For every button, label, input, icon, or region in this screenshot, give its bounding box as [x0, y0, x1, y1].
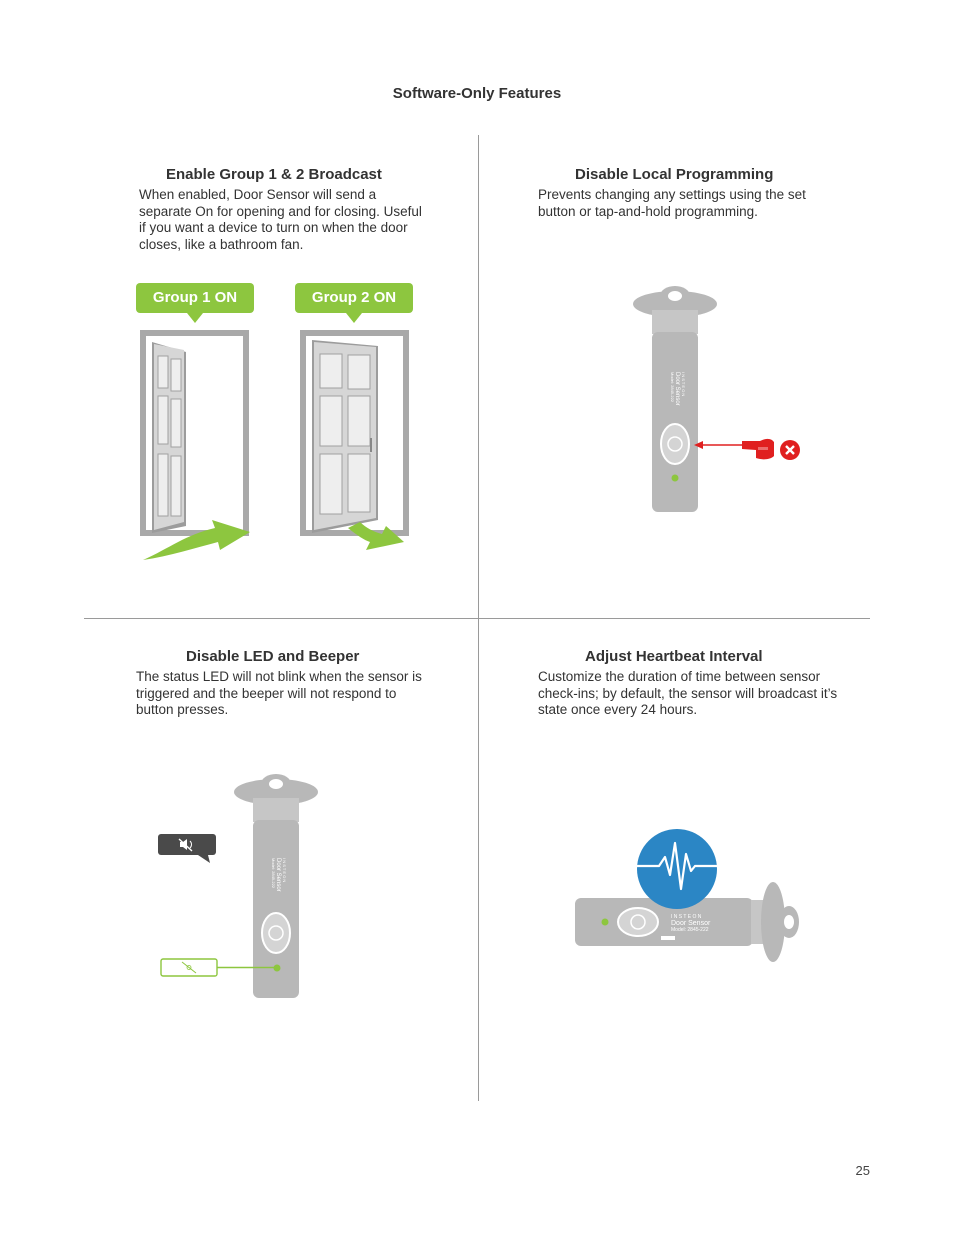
door-sensor-vertical-2: I N S T E O N Door Sensor Model: 2845-22… [234, 774, 318, 998]
svg-text:Model: 2845-222: Model: 2845-222 [271, 858, 276, 889]
group2-label: Group 2 ON [311, 289, 397, 306]
x-cross-icon [780, 440, 800, 460]
group2-bubble: Group 2 ON [295, 283, 413, 323]
svg-text:Door Sensor: Door Sensor [674, 372, 680, 406]
svg-text:Model: 2845-222: Model: 2845-222 [670, 372, 675, 403]
broadcast-title: Enable Group 1 & 2 Broadcast [166, 166, 382, 183]
heartbeat-body: Customize the duration of time between s… [538, 669, 838, 717]
led-beeper-body: The status LED will not blink when the s… [136, 669, 422, 717]
svg-text:I N S T E O N: I N S T E O N [282, 858, 287, 882]
heartbeat-icon [637, 829, 717, 909]
svg-text:I N S T E O N: I N S T E O N [671, 914, 702, 920]
led-beeper-title: Disable LED and Beeper [186, 648, 360, 665]
svg-text:Door Sensor: Door Sensor [275, 858, 281, 892]
local-programming-title: Disable Local Programming [575, 166, 774, 183]
page-number: 25 [855, 1163, 870, 1178]
horizontal-divider [84, 618, 870, 619]
broadcast-body: When enabled, Door Sensor will send a se… [139, 187, 422, 252]
svg-text:Model: 2845-222: Model: 2845-222 [671, 927, 709, 933]
door-open-icon [140, 330, 250, 560]
door-closing-icon [300, 330, 409, 550]
svg-text:Door Sensor: Door Sensor [671, 920, 711, 927]
door-sensor-horizontal: I N S T E O N Door Sensor Model: 2845-22… [575, 882, 799, 962]
heartbeat-title: Adjust Heartbeat Interval [585, 648, 763, 665]
led-off-icon [160, 958, 277, 977]
mute-speaker-icon [158, 834, 216, 863]
local-programming-body: Prevents changing any settings using the… [538, 187, 806, 219]
page-title: Software-Only Features [392, 85, 562, 102]
hand-pointing-icon [694, 438, 774, 460]
svg-text:I N S T E O N: I N S T E O N [681, 372, 686, 396]
door-sensor-vertical: I N S T E O N Door Sensor Model: 2845-22… [633, 286, 717, 512]
group1-bubble: Group 1 ON [136, 283, 254, 323]
group1-label: Group 1 ON [152, 289, 238, 306]
